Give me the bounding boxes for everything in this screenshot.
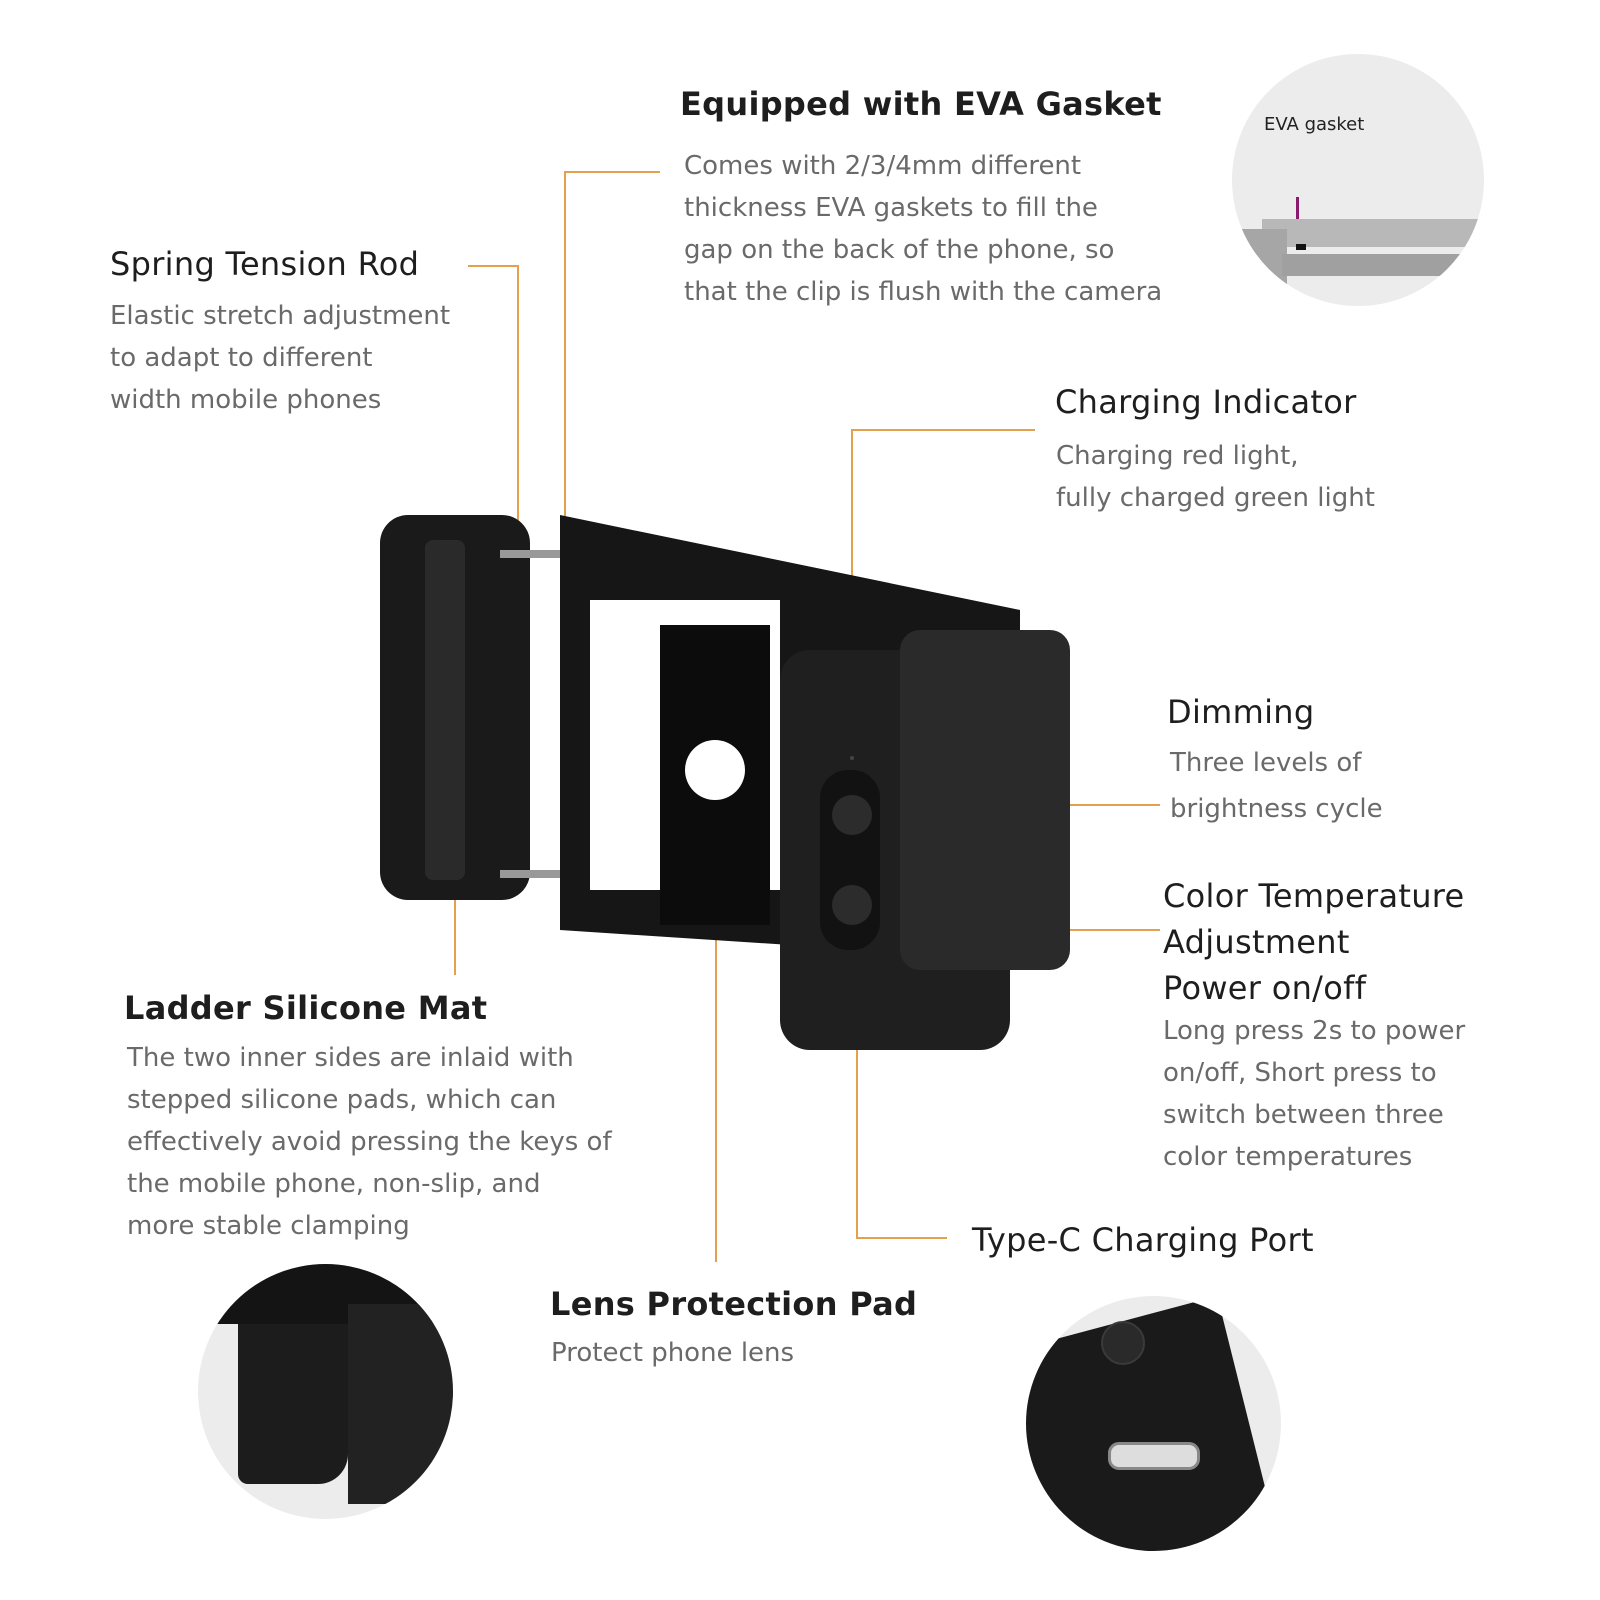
ladder-title: Ladder Silicone Mat — [124, 989, 488, 1027]
leader-spring — [468, 265, 519, 560]
lens-body: Protect phone lens — [551, 1338, 795, 1368]
eva-body: Comes with 2/3/4mm different thickness E… — [684, 151, 1163, 307]
charging-body: Charging red light, fully charged green … — [1056, 441, 1375, 513]
lens-title: Lens Protection Pad — [550, 1285, 918, 1323]
color-title: Color Temperature Adjustment Power on/of… — [1163, 877, 1465, 1007]
typec-port-inset — [1026, 1296, 1281, 1551]
charging-led — [850, 756, 854, 760]
ladder-body: The two inner sides are inlaid with step… — [127, 1043, 612, 1241]
power-icon — [1101, 1321, 1145, 1365]
phone-clip-light-device — [380, 515, 1070, 1050]
eva-title: Equipped with EVA Gasket — [680, 85, 1162, 123]
leader-typec — [856, 1045, 947, 1239]
usb-c-port-icon — [1108, 1442, 1200, 1470]
spring-body: Elastic stretch adjustment to adapt to d… — [110, 301, 451, 415]
typec-title: Type-C Charging Port — [972, 1221, 1314, 1259]
dimming-title: Dimming — [1167, 693, 1315, 731]
ladder-mat-inset — [198, 1264, 453, 1519]
color-body: Long press 2s to power on/off, Short pre… — [1163, 1016, 1466, 1172]
dimming-body: Three levels of brightness cycle — [1170, 748, 1383, 824]
eva-gasket-inset: EVA gasket — [1232, 54, 1484, 306]
eva-gasket-label: EVA gasket — [1264, 114, 1365, 135]
charging-title: Charging Indicator — [1055, 383, 1357, 421]
spring-title: Spring Tension Rod — [110, 245, 420, 283]
dimming-button — [832, 795, 872, 835]
power-button — [832, 885, 872, 925]
